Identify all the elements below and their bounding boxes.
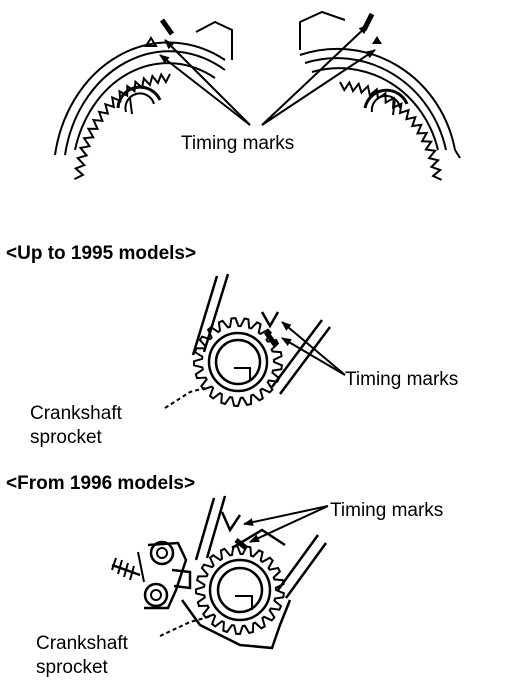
crankshaft-label-1995-line2: sprocket xyxy=(30,427,103,448)
leader-arrows-1995 xyxy=(164,321,346,409)
timing-marks-label-1996: Timing marks xyxy=(330,500,443,521)
crankshaft-sprocket-1995 xyxy=(191,273,332,408)
crank-timing-mark-1995 xyxy=(260,311,280,329)
crankshaft-label-1996-line2: sprocket xyxy=(36,657,109,678)
top-timing-marks-label: Timing marks xyxy=(181,133,294,154)
cam-pulley-mark-1996 xyxy=(220,511,242,533)
crank-timing-dot-1996 xyxy=(234,538,248,550)
left-cam-timing-triangle xyxy=(144,36,158,47)
left-camshaft-sprocket xyxy=(54,20,233,180)
left-cam-teeth xyxy=(73,72,171,180)
timing-marks-label-1995: Timing marks xyxy=(345,369,458,390)
gear-teeth-1995 xyxy=(192,317,283,408)
crankshaft-sprocket-1996 xyxy=(111,495,328,650)
crank-timing-dot-1995 xyxy=(263,330,279,348)
leader-arrows-1996 xyxy=(159,505,329,637)
gear-teeth-1996 xyxy=(194,545,285,636)
top-leader-arrows xyxy=(159,24,376,126)
section-1995-heading: <Up to 1995 models> xyxy=(6,243,196,264)
section-1996-heading: <From 1996 models> xyxy=(6,473,195,494)
right-cam-timing-triangle xyxy=(372,36,382,44)
right-cam-teeth xyxy=(339,80,443,181)
right-camshaft-sprocket xyxy=(299,10,461,181)
crankshaft-label-1996-line1: Crankshaft xyxy=(36,633,129,654)
left-cam-mark-dot xyxy=(159,18,175,36)
crankshaft-label-1995-line1: Crankshaft xyxy=(30,403,123,424)
